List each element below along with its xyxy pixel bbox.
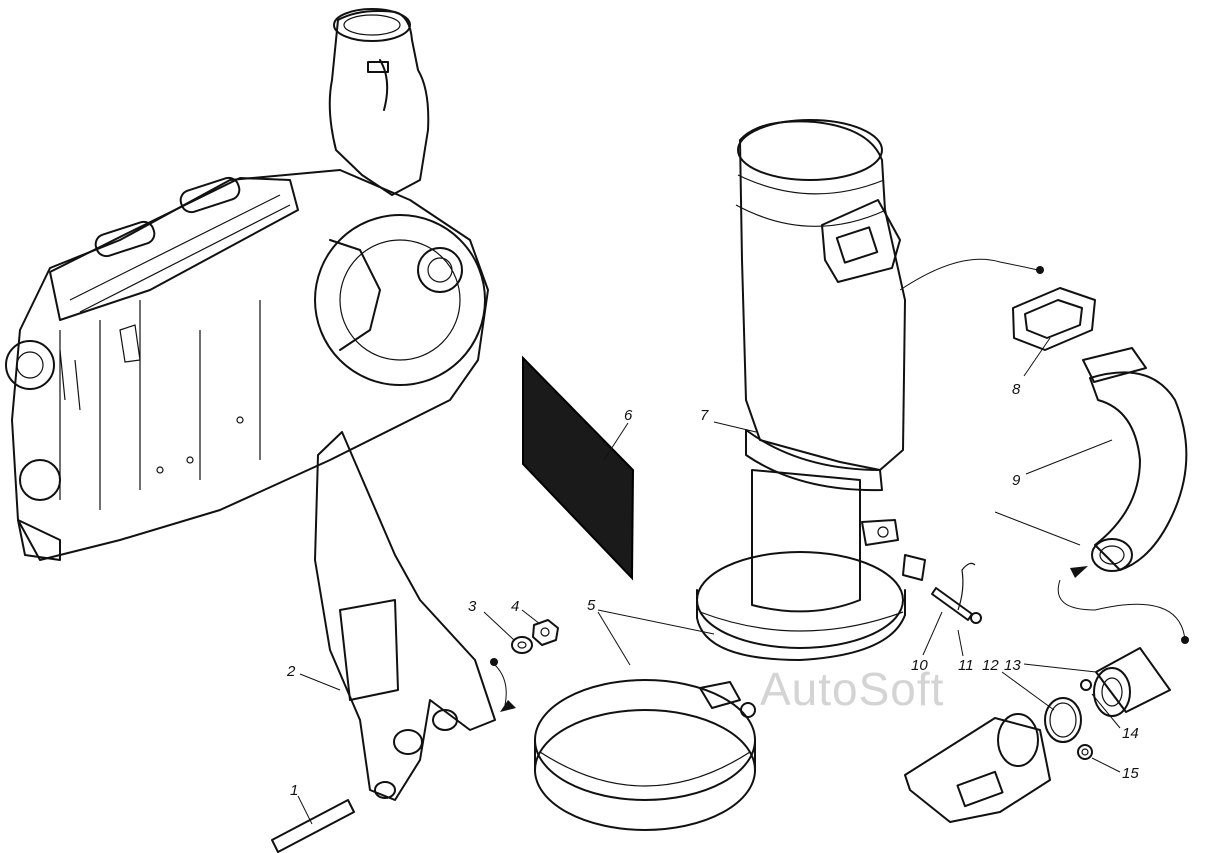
part-7-air-cleaner — [696, 119, 926, 661]
callout-8: 8 — [1012, 381, 1021, 398]
callout-14: 14 — [1122, 725, 1139, 742]
callout-1: 1 — [290, 782, 298, 799]
callout-5: 5 — [587, 597, 596, 614]
part-6-panel — [522, 355, 635, 581]
callout-9: 9 — [1012, 472, 1021, 489]
part-4-nut — [532, 619, 559, 646]
part-8-gasket — [1012, 287, 1096, 351]
part-11-screw-line — [957, 562, 976, 611]
engine-block-drawing — [5, 8, 489, 561]
callout-12: 12 — [982, 657, 999, 674]
autosoft-watermark: AutoSoft — [760, 663, 944, 715]
callout-10: 10 — [911, 657, 928, 674]
inlet-pipe-drawing — [904, 713, 1051, 823]
part-14-screw — [1080, 679, 1092, 691]
part-12-clamp — [1044, 697, 1082, 743]
part-9-elbow-hose — [1082, 347, 1188, 572]
part-13-coupling — [1093, 647, 1171, 717]
callout-leaders — [297, 337, 1121, 825]
callout-labels: 1 2 3 4 5 6 7 8 9 10 11 12 13 14 15 — [286, 381, 1139, 799]
callout-4: 4 — [511, 598, 519, 615]
callout-3: 3 — [468, 598, 477, 615]
callout-11: 11 — [958, 657, 974, 674]
callout-7: 7 — [700, 407, 709, 424]
callout-13: 13 — [1004, 657, 1021, 674]
callout-2: 2 — [286, 663, 296, 680]
part-2-bracket — [314, 431, 496, 801]
part-15-nut — [1077, 744, 1093, 760]
part-5-clamp-band — [534, 679, 756, 831]
part-3-washer — [511, 636, 533, 654]
callout-15: 15 — [1122, 765, 1139, 782]
connection-lines — [490, 258, 1189, 712]
part-1-stud — [271, 799, 355, 853]
callout-6: 6 — [624, 407, 633, 424]
